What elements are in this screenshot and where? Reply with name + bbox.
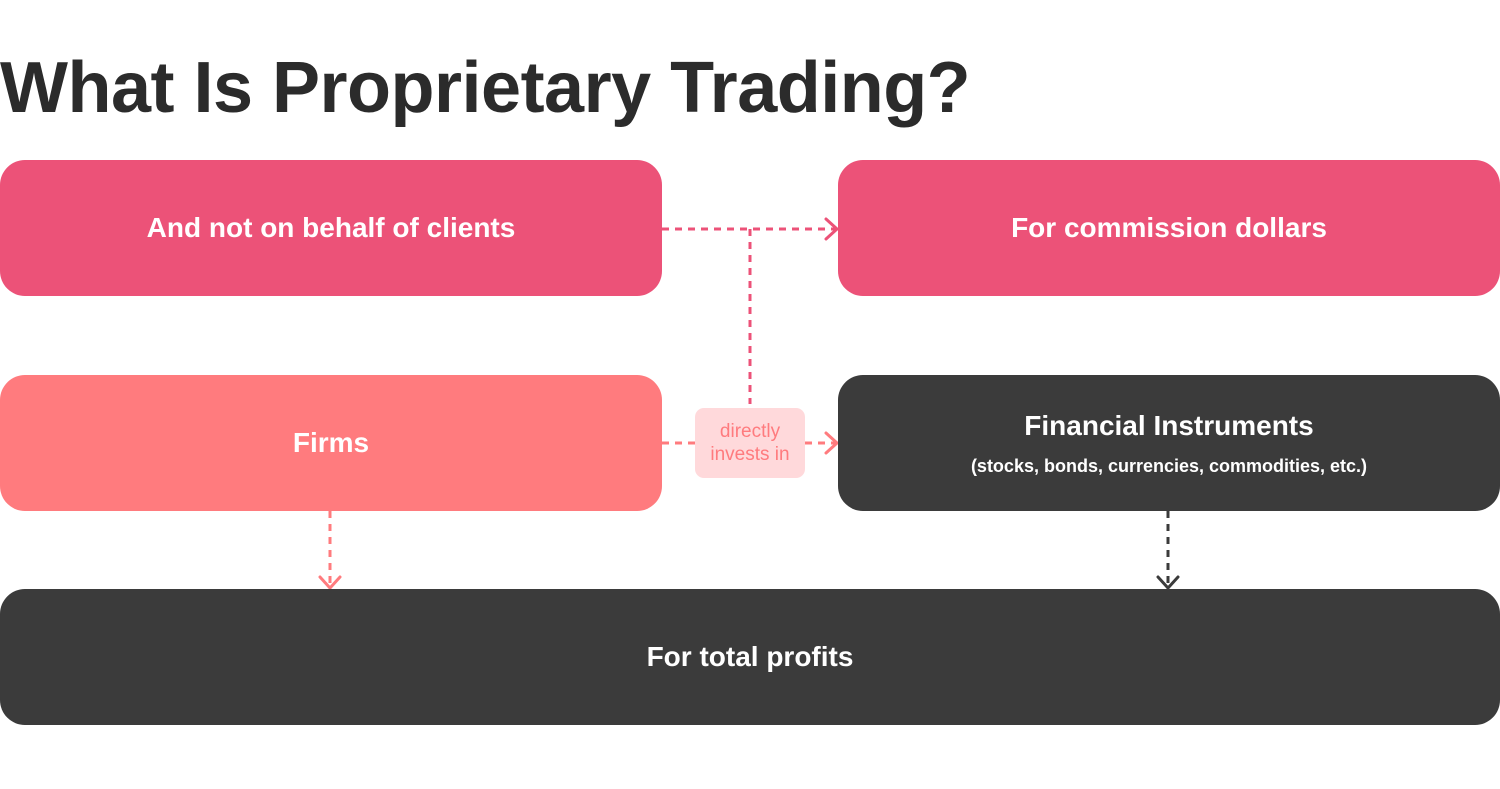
arrowhead-down-icon — [1156, 575, 1180, 590]
node-label: Financial Instruments — [1024, 409, 1314, 441]
diagram-title: What Is Proprietary Trading? — [0, 48, 971, 128]
node-label: Firms — [292, 427, 370, 458]
node-firms: Firms — [0, 375, 662, 511]
edge-label: directly invests in — [695, 408, 805, 478]
node-commission: For commission dollars — [838, 160, 1500, 296]
arrowhead-right-icon — [824, 217, 839, 241]
arrowhead-down-icon — [318, 575, 342, 590]
node-instruments: Financial Instruments (stocks, bonds, cu… — [838, 375, 1500, 511]
arrowhead-right-icon — [824, 431, 839, 455]
node-label: For total profits — [646, 641, 854, 672]
node-not-clients: And not on behalf of clients — [0, 160, 662, 296]
node-sublabel: (stocks, bonds, currencies, commodities,… — [970, 455, 1368, 476]
node-label: For commission dollars — [1011, 212, 1327, 243]
node-label: And not on behalf of clients — [146, 212, 516, 243]
node-profits: For total profits — [0, 589, 1500, 725]
